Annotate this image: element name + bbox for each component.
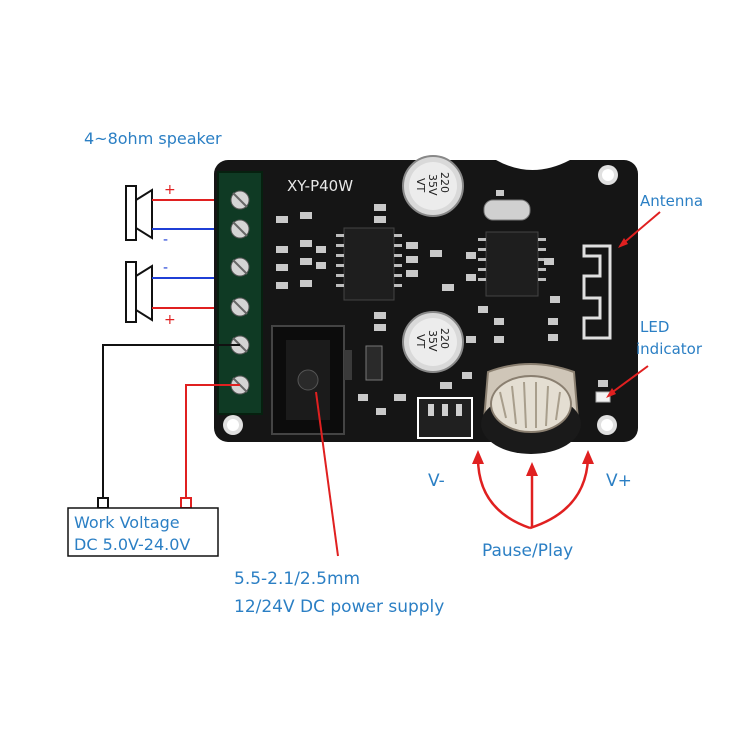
capacitor-bottom: 220 35V VT xyxy=(402,311,464,373)
led-indicator xyxy=(595,391,611,403)
cap-top-value: 220 xyxy=(438,172,451,193)
speaker-2-plus-sign: + xyxy=(164,312,176,328)
mounting-hole-icon xyxy=(223,415,243,435)
cap-top-series: VT xyxy=(414,178,427,193)
led-label-line2: indicator xyxy=(636,340,703,358)
cap-bottom-series: VT xyxy=(414,334,427,349)
cap-bottom-value: 220 xyxy=(438,328,451,349)
work-voltage-label: Work Voltage xyxy=(74,513,180,532)
dc-power-jack xyxy=(271,325,352,435)
volume-knob[interactable] xyxy=(481,363,581,454)
speaker-1-minus-sign: - xyxy=(163,232,168,248)
antenna-trace xyxy=(582,244,612,340)
volume-up-arrow-icon xyxy=(529,450,594,530)
speaker-1-icon xyxy=(125,185,153,241)
pause-play-arrow-icon xyxy=(526,462,538,528)
mounting-hole-icon xyxy=(598,165,618,185)
volume-down-arrow-icon xyxy=(472,450,531,530)
speaker-1-plus-sign: + xyxy=(164,182,176,198)
work-voltage-range: DC 5.0V-24.0V xyxy=(74,535,190,554)
terminal-block xyxy=(217,171,263,415)
antenna-pointer-arrow-icon xyxy=(618,238,628,248)
pause-play-label: Pause/Play xyxy=(482,541,573,561)
cap-top-voltage: 35V xyxy=(426,174,439,196)
antenna-label: Antenna xyxy=(640,192,703,210)
diode xyxy=(365,345,383,381)
bluetooth-chip xyxy=(478,231,546,297)
led-label-line1: LED xyxy=(640,318,669,336)
crystal-oscillator xyxy=(483,199,531,221)
speaker-2-minus-sign: - xyxy=(163,260,168,276)
capacitor-top: 220 35V VT xyxy=(402,155,464,217)
smd-components xyxy=(276,190,608,415)
amplifier-chip xyxy=(336,227,402,301)
led-pointer-arrow-icon xyxy=(606,388,616,398)
power-connector-size-label: 5.5-2.1/2.5mm xyxy=(234,569,360,589)
speaker-2-icon xyxy=(125,261,153,323)
ground-wire xyxy=(102,344,240,500)
speaker-label: 4~8ohm speaker xyxy=(84,129,222,148)
cap-bottom-voltage: 35V xyxy=(426,330,439,352)
mounting-hole-icon xyxy=(597,415,617,435)
vcc-wire xyxy=(185,384,240,500)
power-pointer-line xyxy=(315,391,339,557)
power-switch-header xyxy=(417,397,473,439)
power-supply-label: 12/24V DC power supply xyxy=(234,597,444,617)
board-model-label: XY-P40W xyxy=(287,177,353,195)
volume-up-label: V+ xyxy=(606,471,632,491)
volume-down-label: V- xyxy=(428,471,445,491)
work-voltage-box: Work Voltage DC 5.0V-24.0V xyxy=(67,507,219,557)
